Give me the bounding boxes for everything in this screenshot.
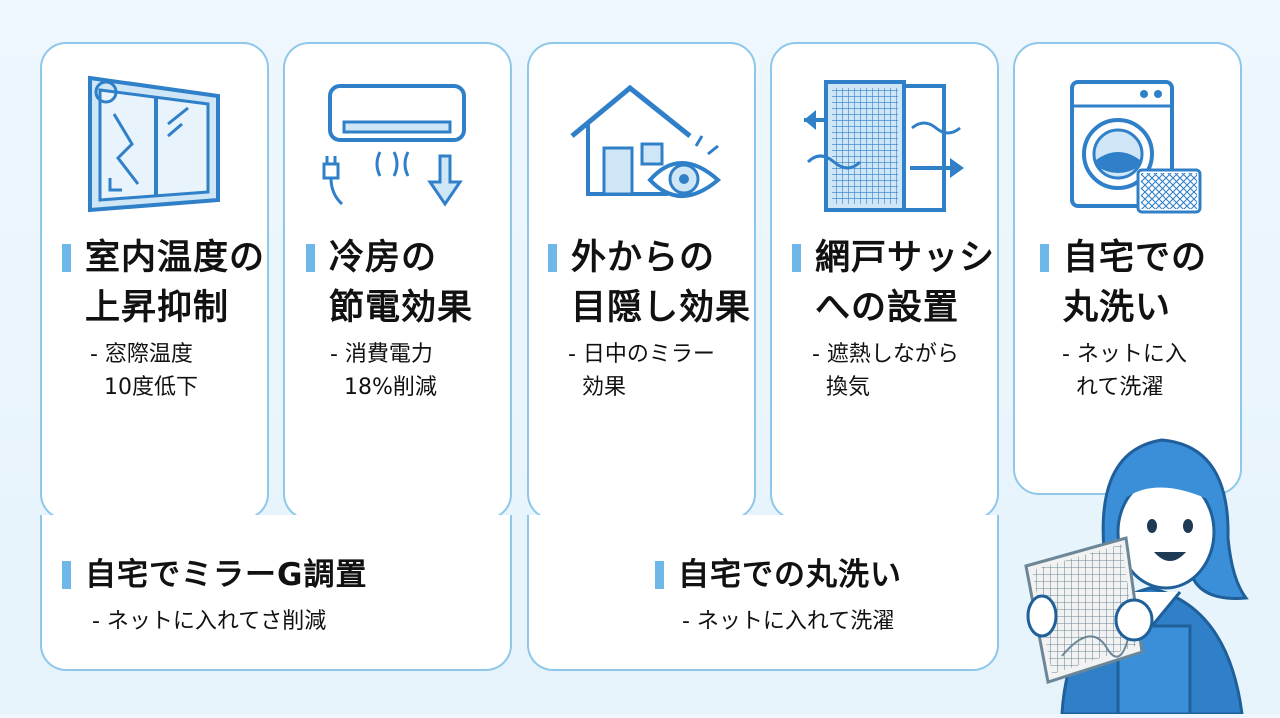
heading-marker (792, 244, 801, 272)
house-eye-icon (568, 84, 728, 204)
heading-marker (306, 244, 315, 272)
card-privacy-detail-line1: - 日中のミラー (568, 342, 715, 367)
bottom-middle-heading: 自宅での丸洗い (655, 550, 902, 600)
card-privacy-heading-line2: 目隠し効果 (571, 288, 752, 328)
card-screen-heading-line1: 網戸サッシ (815, 238, 996, 278)
card-wash-heading: 自宅での丸洗い (1040, 233, 1207, 333)
card-temp-detail-line1: - 窓際温度 (90, 342, 193, 367)
bottom-left-detail-text: - ネットに入れてさ削減 (92, 609, 327, 634)
card-privacy-heading: 外からの目隠し効果 (548, 233, 751, 333)
bottom-left-panel (40, 515, 512, 671)
bottom-middle-heading-text: 自宅での丸洗い (678, 557, 902, 593)
card-screen-heading-line2: への設置 (815, 288, 960, 328)
card-wash-panel (1013, 42, 1242, 495)
bottom-left-heading-text: 自宅でミラーG調置 (85, 557, 368, 593)
card-ac-heading: 冷房の節電効果 (306, 233, 473, 333)
card-ac-detail-line1: - 消費電力 (330, 342, 433, 367)
bottom-middle-panel (527, 515, 999, 671)
card-ac-heading-line2: 節電効果 (329, 288, 474, 328)
bottom-middle-detail-text: - ネットに入れて洗濯 (682, 609, 895, 634)
bottom-middle-detail: - ネットに入れて洗濯 (682, 605, 894, 638)
card-ac-detail-line2: 18%削減 (344, 375, 437, 400)
heading-marker (548, 244, 557, 272)
card-temp-heading-line2: 上昇抑制 (85, 288, 230, 328)
card-screen-heading: 網戸サッシへの設置 (792, 233, 995, 333)
heading-marker (62, 561, 71, 589)
card-screen-detail-line1: - 遮熱しながら (812, 342, 959, 367)
air-conditioner-icon (322, 82, 472, 214)
bottom-left-detail: - ネットに入れてさ削減 (92, 605, 326, 638)
card-privacy-heading-line1: 外からの (571, 238, 716, 278)
card-privacy-detail: - 日中のミラー 効果 (568, 338, 715, 404)
bottom-left-heading: 自宅でミラーG調置 (62, 550, 367, 600)
heading-marker (655, 561, 664, 589)
card-screen-detail: - 遮熱しながら 換気 (812, 338, 959, 404)
card-temp-detail: - 窓際温度 10度低下 (90, 338, 198, 404)
card-wash-heading-line2: 丸洗い (1063, 288, 1172, 328)
card-temp-detail-line2: 10度低下 (104, 375, 198, 400)
heading-marker (62, 244, 71, 272)
heading-marker (1040, 244, 1049, 272)
card-temp-heading-line1: 室内温度の (85, 238, 266, 278)
window-sun-icon (84, 74, 226, 218)
card-wash-heading-line1: 自宅での (1063, 238, 1208, 278)
card-privacy-detail-line2: 効果 (582, 375, 627, 400)
card-wash-detail-line2: れて洗濯 (1076, 375, 1164, 400)
card-temp-heading: 室内温度の上昇抑制 (62, 233, 265, 333)
woman-holding-mesh-icon (1022, 420, 1262, 718)
card-ac-heading-line1: 冷房の (329, 238, 438, 278)
card-wash-detail-line1: - ネットに入 (1062, 342, 1187, 367)
card-ac-detail: - 消費電力 18%削減 (330, 338, 437, 404)
card-screen-detail-line2: 換気 (826, 375, 871, 400)
washing-machine-icon (1068, 80, 1208, 220)
card-wash-detail: - ネットに入 れて洗濯 (1062, 338, 1187, 404)
screen-door-icon (800, 78, 970, 218)
